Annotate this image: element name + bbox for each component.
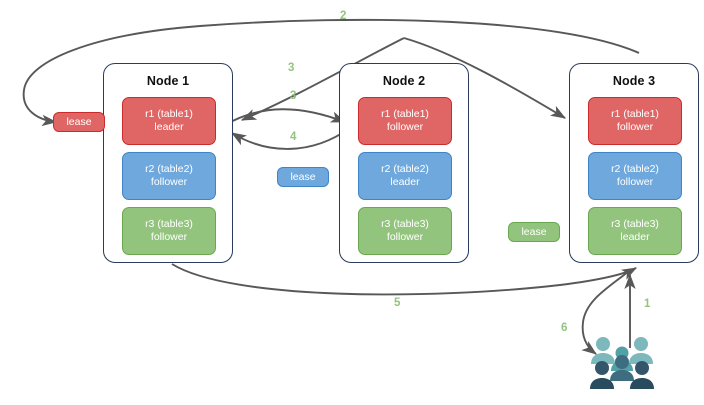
- step-label-5: 5: [394, 297, 401, 309]
- replica-r1[interactable]: r1 (table1) leader: [122, 97, 216, 145]
- lease-label: lease: [66, 116, 92, 128]
- replica-name: r2 (table2): [611, 162, 659, 175]
- lease-label: lease: [521, 226, 547, 238]
- edge-5: [171, 263, 638, 296]
- step-label-3-short: 3: [290, 90, 297, 102]
- replica-name: r2 (table2): [381, 162, 429, 175]
- replica-r2[interactable]: r2 (table2) follower: [588, 152, 682, 200]
- lease-badge-blue[interactable]: lease: [277, 167, 329, 187]
- replica-role: follower: [150, 231, 188, 243]
- replica-name: r3 (table3): [381, 217, 429, 230]
- replica-role: follower: [616, 121, 654, 133]
- replica-r1[interactable]: r1 (table1) follower: [588, 97, 682, 145]
- replica-name: r1 (table1): [145, 107, 193, 120]
- lease-label: lease: [290, 171, 316, 183]
- lease-badge-red[interactable]: lease: [53, 112, 105, 132]
- step-label-1: 1: [644, 298, 651, 310]
- replica-r2[interactable]: r2 (table2) follower: [122, 152, 216, 200]
- step-label-4: 4: [290, 131, 297, 143]
- node-title: Node 2: [382, 74, 426, 88]
- replica-role: follower: [616, 176, 654, 188]
- node-card-2[interactable]: Node 2 r1 (table1) follower r2 (table2) …: [339, 63, 469, 263]
- edge-3-short: [224, 108, 347, 126]
- lease-badge-green[interactable]: lease: [508, 222, 560, 242]
- replica-name: r1 (table1): [381, 107, 429, 120]
- replica-r3[interactable]: r3 (table3) follower: [122, 207, 216, 255]
- replica-role: leader: [620, 231, 650, 243]
- node-card-3[interactable]: Node 3 r1 (table1) follower r2 (table2) …: [569, 63, 699, 263]
- replica-r3[interactable]: r3 (table3) follower: [358, 207, 452, 255]
- node-title: Node 1: [146, 74, 190, 88]
- replica-name: r3 (table3): [145, 217, 193, 230]
- replica-r3[interactable]: r3 (table3) leader: [588, 207, 682, 255]
- replica-role: follower: [386, 121, 424, 133]
- replica-name: r3 (table3): [611, 217, 659, 230]
- step-label-3-long: 3: [288, 62, 295, 74]
- replica-role: follower: [386, 231, 424, 243]
- replica-role: leader: [390, 176, 420, 188]
- node-title: Node 3: [612, 74, 656, 88]
- step-label-2: 2: [340, 10, 347, 22]
- step-label-6: 6: [561, 322, 568, 334]
- replica-r2[interactable]: r2 (table2) leader: [358, 152, 452, 200]
- replica-role: leader: [154, 121, 184, 133]
- replica-role: follower: [150, 176, 188, 188]
- replica-name: r1 (table1): [611, 107, 659, 120]
- replica-r1[interactable]: r1 (table1) follower: [358, 97, 452, 145]
- replica-name: r2 (table2): [145, 162, 193, 175]
- users-group-icon: [590, 337, 654, 389]
- node-card-1[interactable]: Node 1 r1 (table1) leader r2 (table2) fo…: [103, 63, 233, 263]
